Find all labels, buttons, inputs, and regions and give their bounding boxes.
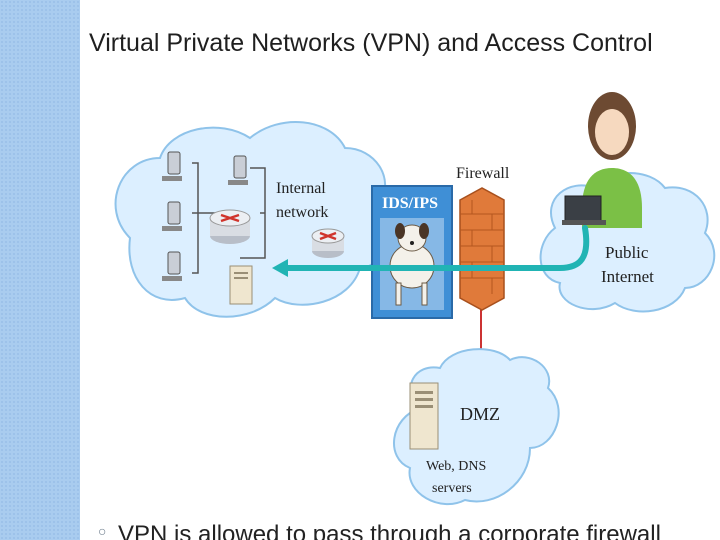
workstation-icon bbox=[162, 201, 182, 231]
router-icon bbox=[311, 228, 345, 258]
bullet-marker-icon: ○ bbox=[98, 523, 107, 539]
slide-title: Virtual Private Networks (VPN) and Acces… bbox=[89, 29, 653, 57]
workstation-icon bbox=[162, 251, 182, 281]
ids-ips-label: IDS/IPS bbox=[382, 195, 438, 212]
firewall-icon bbox=[459, 187, 505, 311]
laptop-user-icon bbox=[562, 92, 642, 228]
vpn-network-diagram: Internal network Public Internet DMZ Web… bbox=[114, 92, 716, 506]
dmz-label: DMZ bbox=[460, 404, 500, 424]
workstation-icon bbox=[228, 155, 248, 185]
ids-ips-box: IDS/IPS bbox=[371, 185, 453, 319]
bullet-item: ○ VPN is allowed to pass through a corpo… bbox=[98, 516, 720, 540]
bullet-text: VPN is allowed to pass through a corpora… bbox=[118, 521, 661, 540]
internal-network-label: Internal network bbox=[276, 180, 330, 221]
workstation-icon bbox=[162, 151, 182, 181]
server-icon bbox=[229, 265, 253, 305]
dmz-servers-label: Web, DNS servers bbox=[426, 459, 490, 496]
firewall-label: Firewall bbox=[456, 165, 510, 182]
vpn-tunnel-arrow bbox=[272, 225, 590, 277]
public-internet-label: Public Internet bbox=[601, 243, 654, 286]
router-icon bbox=[209, 209, 251, 244]
ids-dog-icon bbox=[380, 218, 444, 310]
decorative-left-band bbox=[0, 0, 80, 540]
server-icon bbox=[409, 382, 439, 450]
